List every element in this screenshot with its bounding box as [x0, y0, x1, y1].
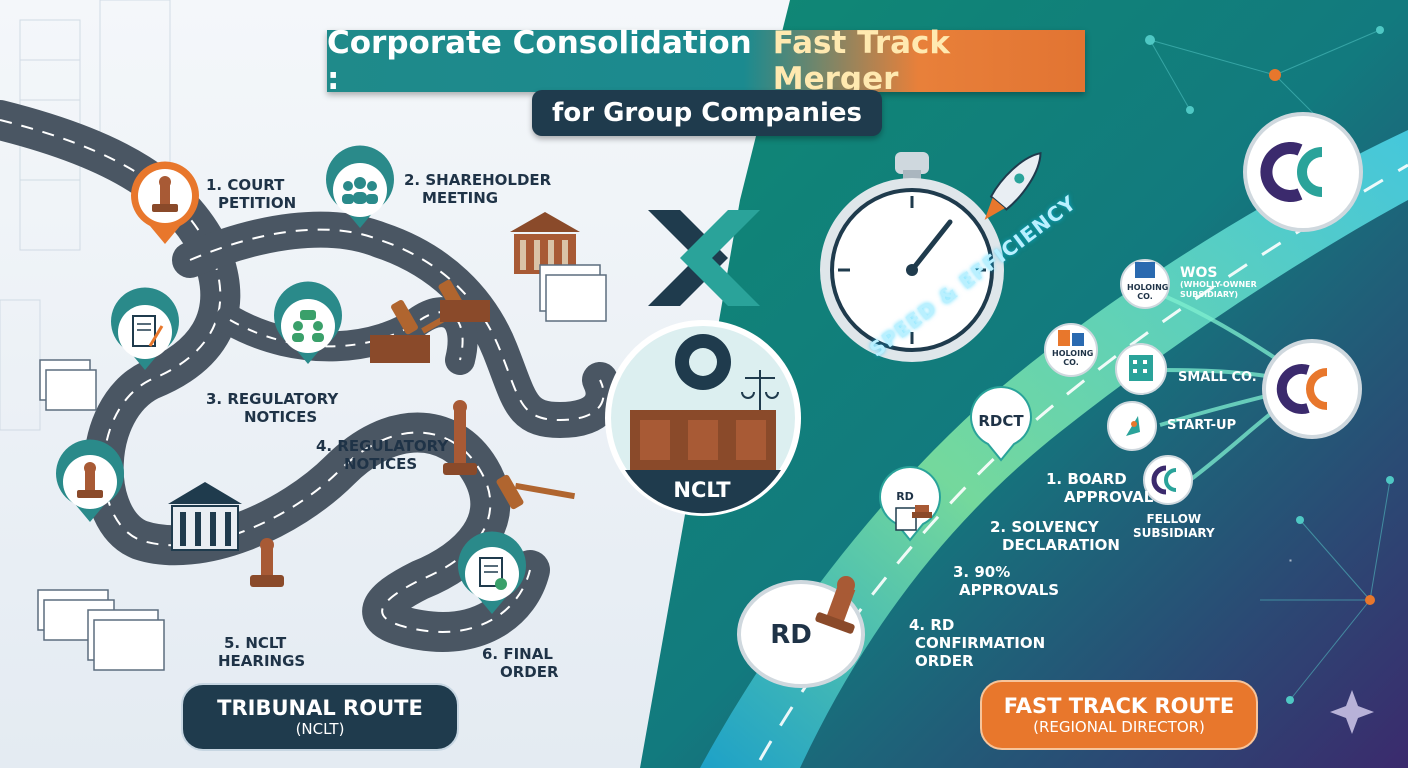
- fast-step-3: 3. 90%APPROVALS: [953, 563, 1060, 599]
- logo-icon: [1243, 112, 1363, 232]
- pin-holding-co: [1044, 323, 1098, 377]
- people-icon: [342, 177, 378, 204]
- pin-rd-large: [737, 576, 865, 688]
- fast-track-route-label: FAST TRACK ROUTE (REGIONAL DIRECTOR): [980, 680, 1258, 750]
- document-icon: [895, 507, 917, 531]
- nclt-badge-label: NCLT: [673, 478, 731, 502]
- pin-small-co: [1115, 343, 1167, 395]
- stopwatch-icon: [820, 152, 1004, 362]
- title-part-1: Corporate Consolidation :: [327, 25, 752, 97]
- people-icon: [292, 310, 324, 342]
- courthouse-icon: [168, 482, 242, 551]
- stamp-icon: [912, 505, 932, 518]
- fast-track-road: [700, 130, 1408, 768]
- certificate-icon: [479, 557, 507, 590]
- gavel-icon: [496, 474, 576, 510]
- subtitle: for Group Companies: [532, 90, 882, 136]
- tribunal-route-label: TRIBUNAL ROUTE (NCLT): [181, 683, 459, 751]
- pin-regulatory-notices-3: [274, 281, 342, 364]
- rd-small-marker: RD: [896, 490, 914, 503]
- stamp-icon: [815, 576, 856, 634]
- stamp-icon: [250, 538, 284, 587]
- nclt-badge: [605, 320, 801, 516]
- pin-shareholder-meeting: [326, 145, 395, 228]
- pin-stamp-lower: [56, 439, 125, 522]
- pin-document: [111, 287, 179, 370]
- pin-holding-co-top: [1120, 259, 1170, 309]
- logo-icon: [1151, 465, 1177, 495]
- crossroads-icon: [648, 210, 760, 306]
- title-part-2: Fast Track Merger: [772, 25, 951, 97]
- building-icon: [1058, 330, 1084, 346]
- rocket-icon: [1126, 416, 1140, 436]
- rdct-marker: RDCT: [978, 412, 1024, 430]
- document-icon: [132, 315, 164, 347]
- start-up-label: START-UP: [1167, 418, 1237, 433]
- pin-court-petition: [131, 161, 199, 244]
- gear-icon: [675, 334, 731, 390]
- gavel-icon: [438, 279, 490, 322]
- scales-icon: [741, 370, 779, 410]
- pin-fellow-subsidiary: [1143, 455, 1193, 505]
- network-lines: [1149, 29, 1391, 701]
- sparkle-icon: [1330, 690, 1374, 734]
- stamp-icon: [443, 400, 477, 475]
- wos-title: WOS: [1180, 265, 1218, 281]
- pin-start-up: [1107, 401, 1157, 451]
- rd-large-marker: RD: [770, 620, 812, 650]
- title-banner: Corporate Consolidation : Fast Track Mer…: [327, 25, 1085, 97]
- building-icon: [1135, 262, 1155, 278]
- paper-stack-icon: [37, 264, 607, 671]
- rocket-icon: [984, 151, 1042, 220]
- logo-icon: [1262, 339, 1362, 439]
- stamp-icon: [152, 176, 178, 212]
- stamp-icon: [77, 462, 103, 498]
- small-co-label: SMALL CO.: [1178, 370, 1257, 385]
- pin-final-order: [458, 531, 526, 614]
- pin-rd-small: [879, 465, 941, 542]
- pin-rdct: [970, 385, 1032, 462]
- building-icon: [1129, 355, 1153, 381]
